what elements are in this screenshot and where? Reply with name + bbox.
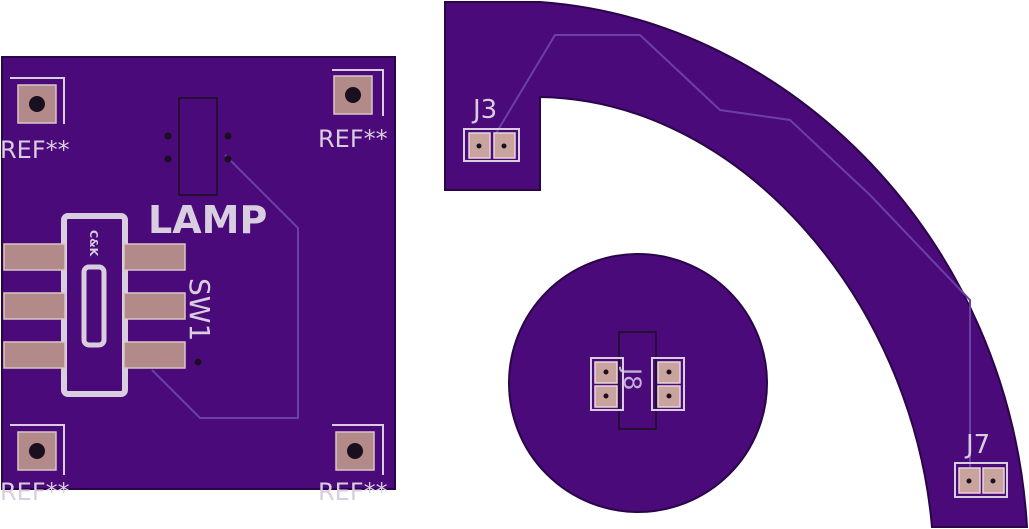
drill-hole [345, 87, 361, 103]
ref-label-top-left: REF** [0, 136, 70, 164]
switch-pad [3, 292, 66, 320]
j7-label: J7 [964, 430, 990, 460]
lamp-outline [178, 97, 218, 196]
switch-pad [3, 243, 66, 271]
j8-body-outline [618, 331, 657, 430]
arc-board-trace [494, 34, 971, 478]
ref-label-top-right: REF** [318, 125, 388, 153]
lamp-pin [224, 132, 232, 140]
ref-label-bottom-left: REF** [0, 478, 70, 506]
drill-hole [990, 478, 996, 484]
square-board-trace [151, 154, 299, 419]
arc-board: J3 J7 [444, 1, 1029, 528]
drill-hole [501, 143, 507, 149]
drill-hole [603, 369, 609, 375]
j7-outline [954, 462, 1008, 498]
ck-label: C&K [87, 230, 100, 257]
mounting-hole-top-right: REF** [318, 69, 388, 153]
sw1-switch: C&K SW1 [3, 213, 216, 397]
j3-outline [463, 128, 520, 162]
ref-label-bottom-right: REF** [318, 478, 388, 506]
drill-hole [666, 393, 672, 399]
sw1-label: SW1 [183, 278, 216, 341]
j8-right-outline [651, 357, 685, 411]
switch-slider [81, 264, 107, 348]
round-board-substrate [508, 253, 768, 513]
j7-connector: J7 [954, 430, 1008, 498]
switch-pad [123, 243, 186, 271]
switch-pad [123, 292, 186, 320]
mounting-hole-bottom-right: REF** [318, 424, 388, 506]
lamp-pin [164, 132, 172, 140]
switch-pad [123, 341, 186, 369]
drill-hole [603, 393, 609, 399]
drill-hole [666, 369, 672, 375]
square-board: REF** REF** REF** REF** [0, 56, 396, 506]
drill-hole [347, 443, 363, 459]
mounting-hole-top-left: REF** [0, 77, 70, 164]
j8-left-outline [590, 357, 624, 411]
mounting-hole-bottom-left: REF** [0, 424, 70, 506]
lamp-pin [164, 155, 172, 163]
drill-hole [29, 96, 45, 112]
drill-hole [476, 143, 482, 149]
j3-label: J3 [471, 95, 497, 125]
lamp-pin [224, 155, 232, 163]
drill-hole [29, 443, 45, 459]
j8-connector: J8 [590, 331, 685, 430]
pin1-marker [194, 358, 202, 366]
j3-connector: J3 [463, 95, 520, 162]
round-board: J8 [508, 253, 768, 513]
switch-pad [3, 341, 66, 369]
lamp-connector: LAMP [148, 97, 267, 242]
j8-label: J8 [618, 366, 646, 390]
lamp-label: LAMP [148, 198, 267, 242]
drill-hole [966, 478, 972, 484]
